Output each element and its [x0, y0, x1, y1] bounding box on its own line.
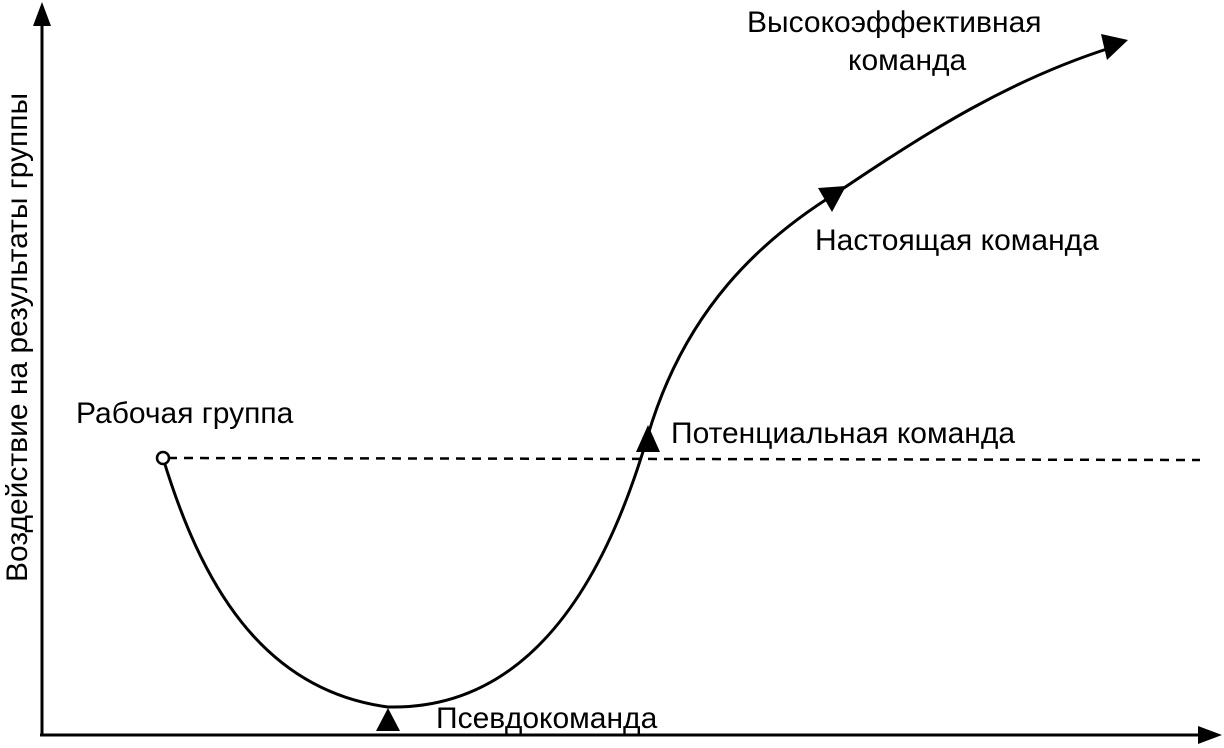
- working-group-reference-line: [167, 456, 1201, 462]
- high-performance-team-arrowhead: [1101, 34, 1128, 60]
- pseudo-team-marker: [376, 708, 400, 731]
- potential-team-marker: [636, 425, 660, 452]
- x-axis-arrowhead: [1198, 726, 1222, 744]
- real-team-label: Настоящая команда: [815, 224, 1099, 257]
- performance-curve: [161, 46, 1111, 709]
- real-team-marker: [818, 186, 846, 212]
- high-performance-team-label-line2: команда: [848, 44, 967, 77]
- y-axis-label: Воздействие на результаты группы: [1, 93, 34, 582]
- working-group-label: Рабочая группа: [76, 397, 294, 430]
- high-performance-team-label-line1: Высокоэффективная: [747, 6, 1042, 39]
- pseudo-team-label: Псевдокоманда: [436, 702, 658, 735]
- potential-team-label: Потенциальная команда: [671, 417, 1015, 450]
- working-group-point: [155, 450, 171, 466]
- y-axis-arrowhead: [33, 2, 51, 26]
